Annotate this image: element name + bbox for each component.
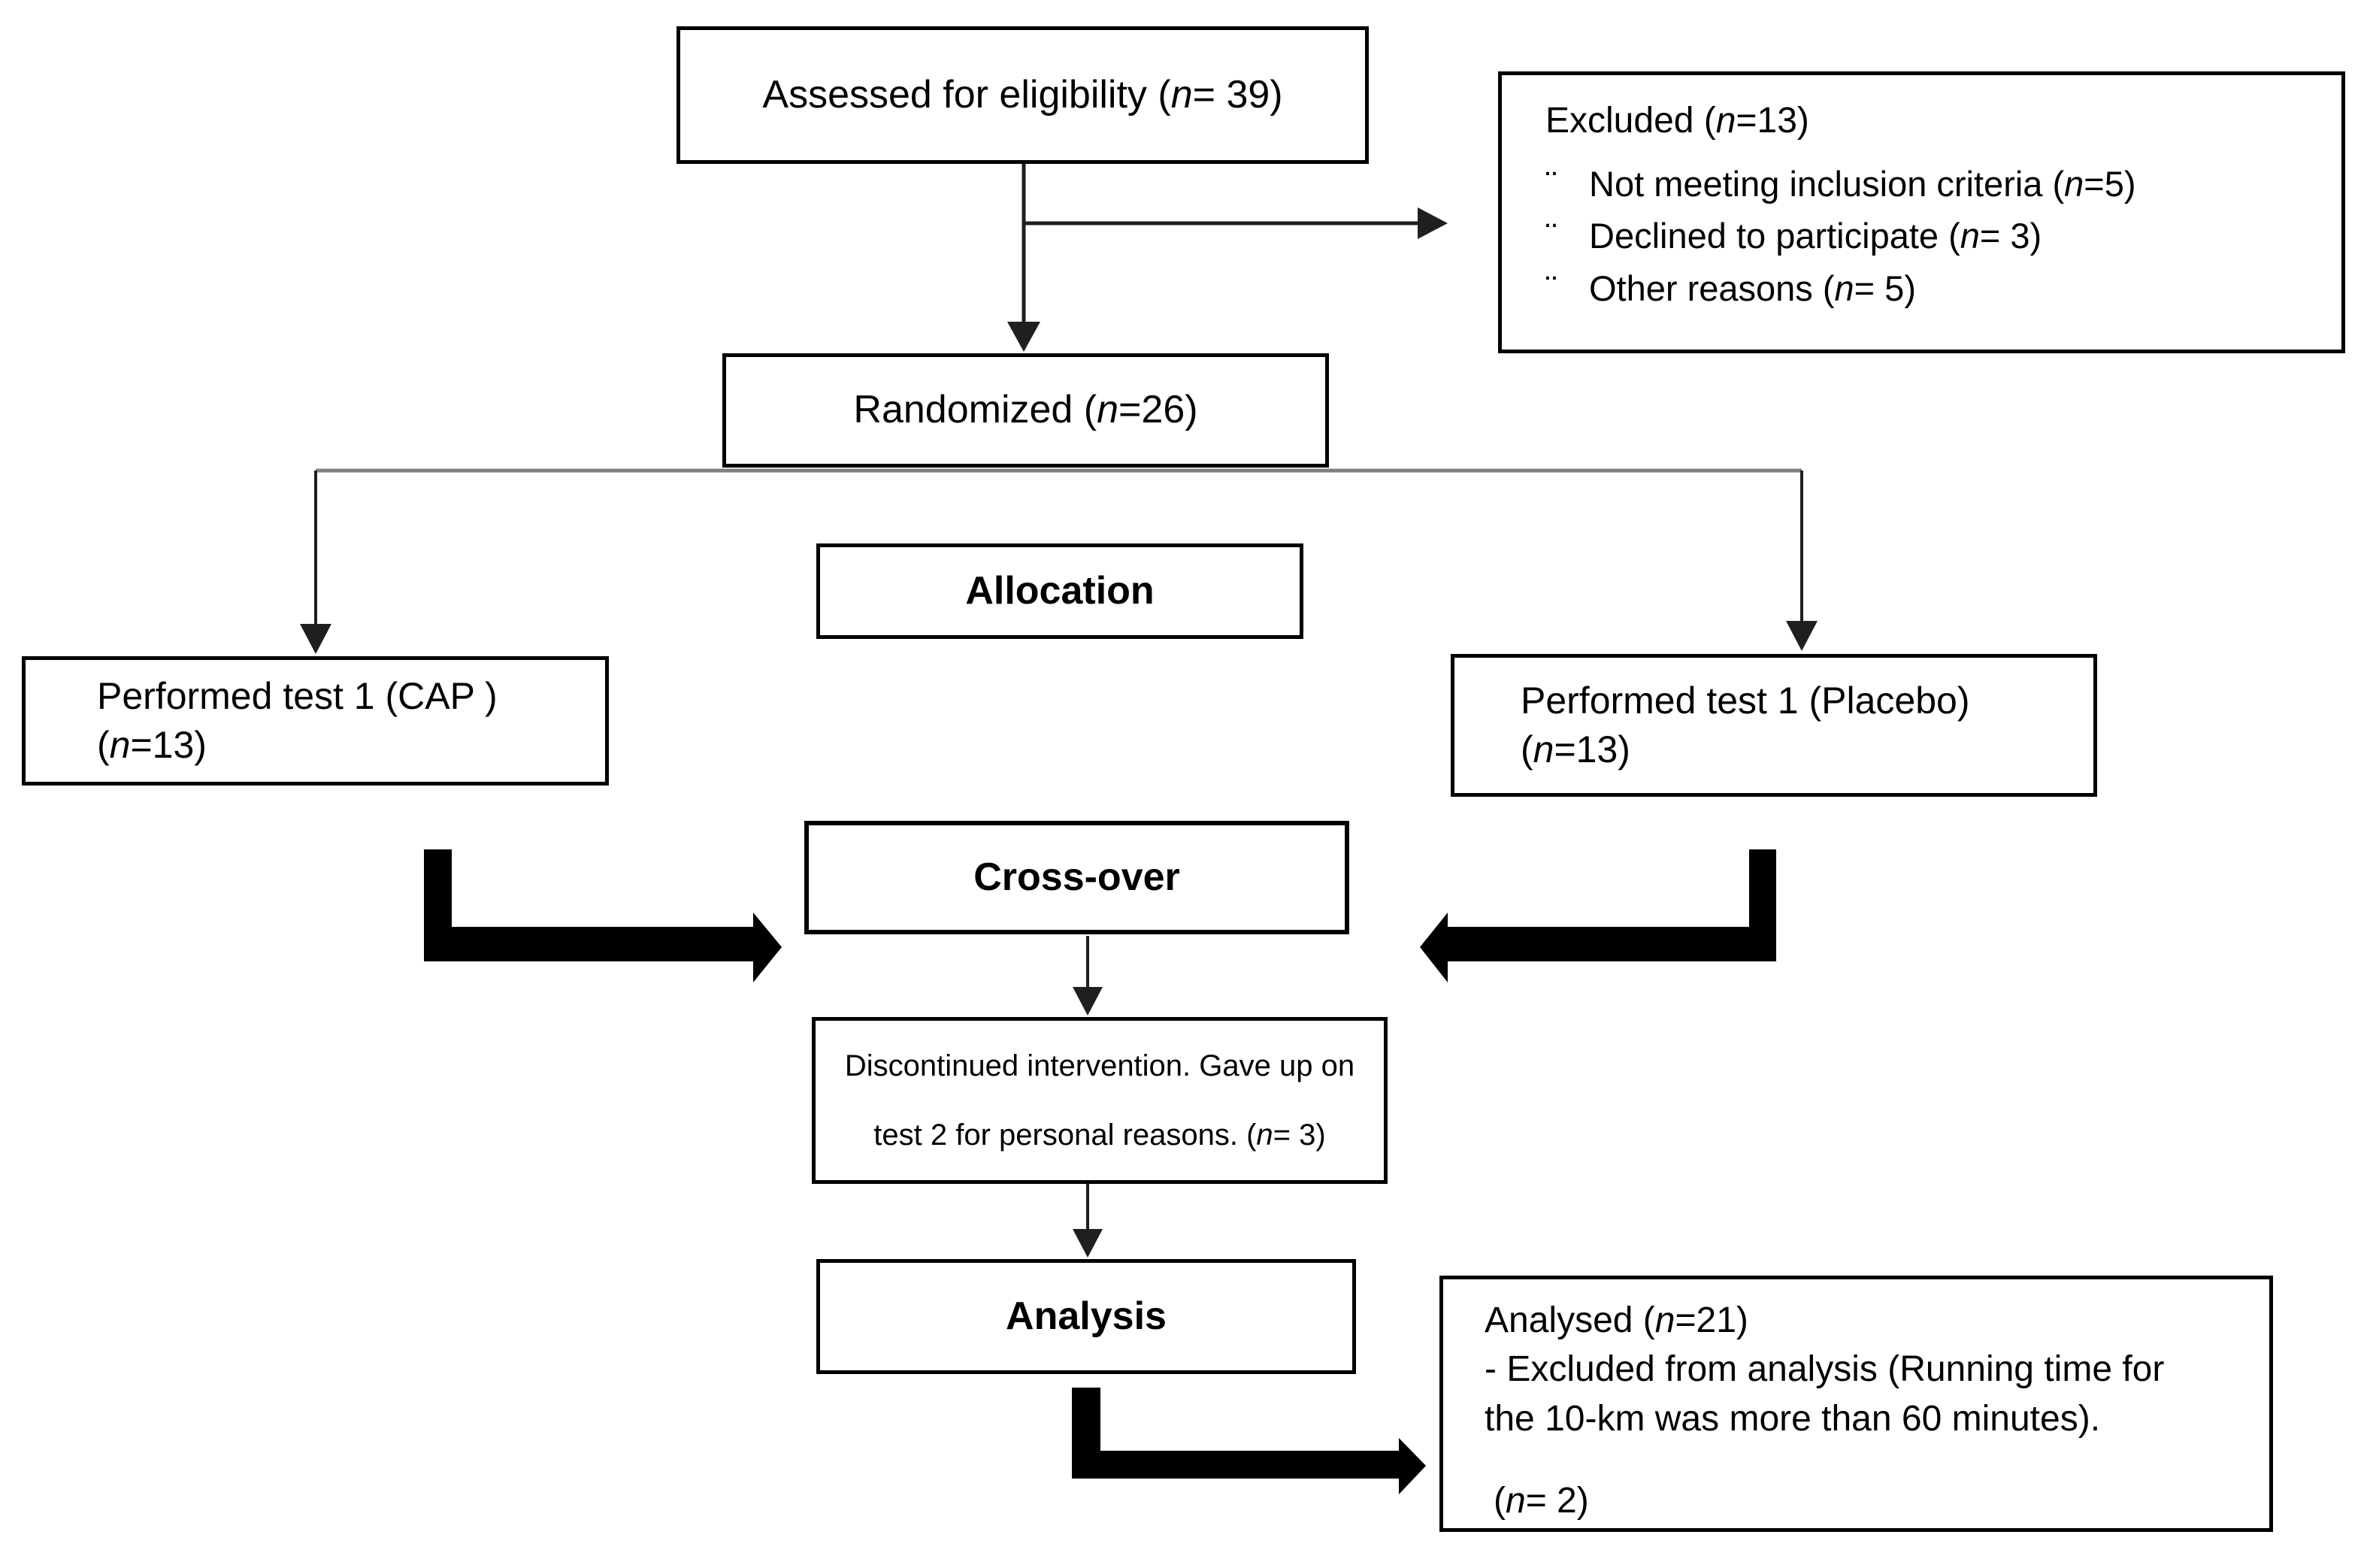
box-assessed-for-eligibility: Assessed for eligibility (n= 39) xyxy=(676,26,1369,164)
box-excluded: Excluded (n=13) ¨ Not meeting inclusion … xyxy=(1498,71,2345,353)
box-crossover-text: Cross-over xyxy=(973,855,1180,899)
box-randomized-text: Randomized (n=26) xyxy=(853,388,1198,432)
box-randomized: Randomized (n=26) xyxy=(722,353,1329,468)
bullet-icon: ¨ xyxy=(1545,216,1557,256)
excluded-bullet-row: ¨ Other reasons (n= 5) xyxy=(1545,265,1916,311)
box-allocation-text: Allocation xyxy=(965,568,1155,613)
analysed-line3: the 10-km was more than 60 minutes). xyxy=(1485,1398,2101,1439)
performed-cap-line1: Performed test 1 (CAP ) xyxy=(97,675,498,717)
discontinued-line2: test 2 for personal reasons. (n= 3) xyxy=(873,1118,1326,1152)
thick-arrow-analysis-to-analysed-icon xyxy=(1072,1388,1426,1494)
excluded-bullet-row: ¨ Not meeting inclusion criteria (n=5) xyxy=(1545,161,2136,207)
box-crossover: Cross-over xyxy=(804,821,1349,934)
box-performed-test-placebo: Performed test 1 (Placebo) (n=13) xyxy=(1451,654,2097,797)
arrow-down-to-cap-icon xyxy=(300,471,331,654)
arrow-down-assessed-to-randomized-icon xyxy=(1007,164,1040,352)
performed-cap-line2: (n=13) xyxy=(97,724,207,766)
discontinued-line1: Discontinued intervention. Gave up on xyxy=(844,1049,1355,1082)
excluded-title: Excluded (n=13) xyxy=(1545,101,1809,141)
bullet-icon: ¨ xyxy=(1545,268,1557,308)
arrow-right-to-excluded-icon xyxy=(1024,207,1448,239)
excluded-bullet-row: ¨ Declined to participate (n= 3) xyxy=(1545,213,2042,259)
analysed-line1: Analysed (n=21) xyxy=(1485,1300,1748,1340)
box-discontinued: Discontinued intervention. Gave up on te… xyxy=(812,1017,1388,1184)
box-analysis: Analysis xyxy=(816,1259,1356,1374)
box-analysis-text: Analysis xyxy=(1006,1294,1167,1338)
box-analysed: Analysed (n=21) - Excluded from analysis… xyxy=(1439,1276,2273,1532)
arrow-down-crossover-to-discontinued-icon xyxy=(1073,936,1103,1016)
analysed-line4: (n= 2) xyxy=(1494,1480,1589,1521)
box-allocation: Allocation xyxy=(816,543,1303,639)
thick-arrow-cap-to-crossover-icon xyxy=(424,849,782,982)
performed-placebo-line1: Performed test 1 (Placebo) xyxy=(1521,680,1970,722)
arrow-down-discontinued-to-analysis-icon xyxy=(1073,1184,1103,1258)
bullet-icon: ¨ xyxy=(1545,164,1557,204)
excluded-item-text: Not meeting inclusion criteria (n=5) xyxy=(1589,164,2136,204)
excluded-item-text: Declined to participate (n= 3) xyxy=(1589,216,2042,256)
arrow-down-to-placebo-icon xyxy=(1786,471,1818,651)
excluded-item-text: Other reasons (n= 5) xyxy=(1589,268,1916,308)
box-assessed-text: Assessed for eligibility (n= 39) xyxy=(762,72,1283,117)
thick-arrow-placebo-to-crossover-icon xyxy=(1420,849,1776,982)
box-performed-test-cap: Performed test 1 (CAP ) (n=13) xyxy=(22,656,609,786)
performed-placebo-line2: (n=13) xyxy=(1521,728,1630,770)
analysed-line2: - Excluded from analysis (Running time f… xyxy=(1485,1349,2165,1390)
